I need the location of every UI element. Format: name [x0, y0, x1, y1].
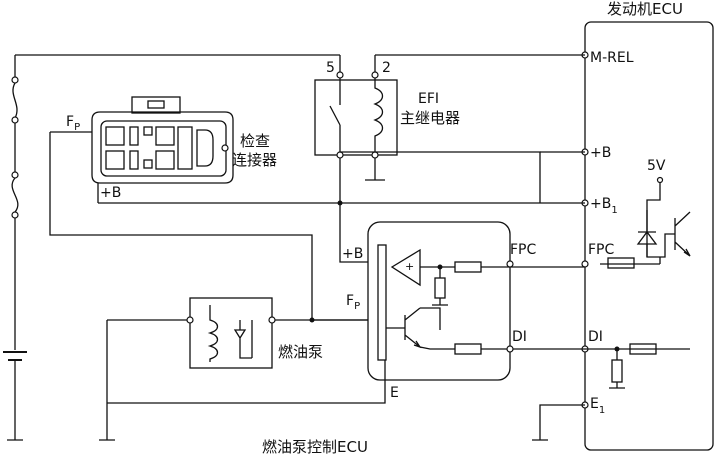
fuel-pump-ground-icon — [99, 320, 115, 441]
fuel-pump-box — [189, 297, 273, 369]
ecu-e1-ground-icon — [532, 404, 585, 441]
relay-ground-icon — [365, 158, 385, 181]
check-connector-label-2: 连接器 — [232, 151, 277, 169]
fuel-pump-motor-icon — [207, 305, 219, 362]
check-connector-plus-b: +B — [100, 185, 121, 201]
pump-ecu-plus-b: +B — [342, 246, 363, 262]
relay-coil-icon — [373, 78, 384, 152]
check-connector-body — [91, 111, 234, 184]
ecu-pin-plus-b1: +B1 — [590, 196, 618, 216]
pump-ecu-di: DI — [512, 329, 527, 345]
battery-ground-icon — [7, 360, 23, 441]
ecu-pin-e1: E1 — [590, 396, 605, 416]
check-connector-latch — [131, 96, 181, 114]
pump-ecu-e: E — [390, 385, 399, 401]
fuel-pump-diode-icon — [233, 320, 253, 359]
check-connector-label-1: 检查 — [240, 132, 270, 150]
check-connector-fp: FP — [66, 114, 80, 133]
ecu-di-resistor — [629, 343, 657, 355]
ecu-pin-di: DI — [588, 329, 603, 345]
wire-pump-ecu-e — [107, 360, 386, 404]
relay-pin-2: 2 — [382, 60, 391, 76]
ecu-di-ground-icon — [609, 382, 625, 389]
fuel-pump-label: 燃油泵 — [278, 343, 323, 361]
fuse-icon — [12, 82, 18, 119]
efi-relay-box — [314, 79, 398, 156]
pump-ecu-power-stage — [377, 244, 387, 361]
ecu-di-pulldown-resistor — [611, 359, 623, 383]
relay-pin-5: 5 — [326, 60, 335, 76]
pump-ecu-title: 燃油泵控制ECU — [262, 438, 368, 456]
ecu-5v-terminal — [656, 176, 664, 184]
check-connector-pins — [105, 126, 214, 170]
ecu-transistor-icon — [674, 211, 691, 257]
wire-relay-to-pump-ecu — [339, 158, 368, 263]
relay-label-efi: EFI — [418, 91, 439, 107]
wire-check-fp — [49, 131, 368, 321]
relay-switch-icon — [329, 78, 341, 152]
pump-ecu-fp: FP — [346, 293, 360, 312]
battery-icon — [3, 351, 27, 361]
engine-ecu-title: 发动机ECU — [607, 0, 683, 18]
pump-ecu-fpc: FPC — [510, 242, 536, 258]
pump-ecu-box — [367, 221, 511, 381]
engine-ecu-box — [584, 21, 714, 451]
ecu-fpc-resistor — [607, 257, 635, 269]
pump-ecu-transistor-icon — [404, 307, 422, 349]
ecu-5v-wire — [646, 183, 661, 258]
relay-label-main: 主继电器 — [400, 109, 460, 127]
ecu-pin-mrel: M-REL — [590, 50, 634, 66]
ecu-terminal-fpc — [581, 260, 589, 268]
svg-text:+: + — [405, 260, 414, 273]
ecu-pin-plus-b: +B — [590, 145, 611, 161]
ecu-5v-label: 5V — [647, 158, 666, 174]
fusible-link-icon — [11, 177, 19, 213]
ecu-pin-fpc: FPC — [588, 242, 614, 258]
wire-relay-to-ecu-plusb — [340, 151, 541, 203]
